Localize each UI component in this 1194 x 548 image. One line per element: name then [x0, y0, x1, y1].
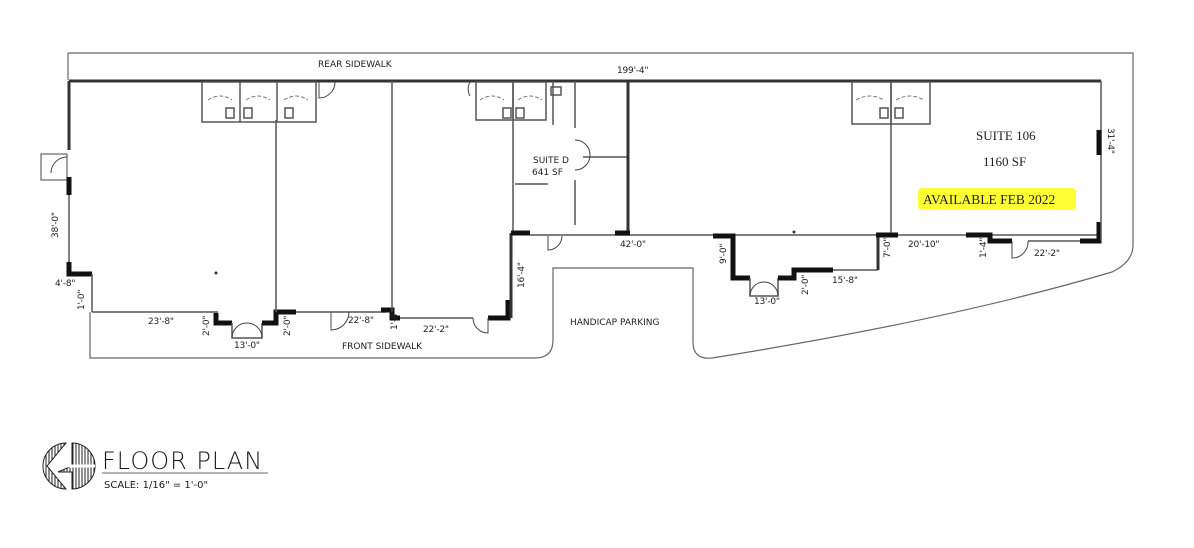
dim-bay5-entry: 13'-0": [754, 297, 780, 307]
drawing-title: FLOOR PLAN: [102, 447, 263, 475]
dim-bay1-entry: 13'-0": [234, 341, 260, 351]
restrooms-bay1: [201, 81, 317, 123]
availability-badge: AVAILABLE FEB 2022: [923, 192, 1055, 207]
floor-markers: [214, 230, 796, 275]
dim-bay3-front: 22'-8": [348, 316, 374, 326]
suite-d-name: SUITE D: [533, 156, 569, 166]
dim-bay5-jog: 9'-0": [719, 244, 729, 264]
front-sidewalk-label: FRONT SIDEWALK: [342, 342, 423, 352]
rear-sidewalk-label: REAR SIDEWALK: [318, 60, 393, 70]
availability-highlight: [918, 188, 1076, 210]
handicap-parking-label: HANDICAP PARKING: [570, 318, 660, 328]
dim-bay5-pier: 2'-0": [801, 275, 811, 295]
dim-bay1-pier: 2'-0": [202, 316, 212, 336]
dim-bay3-pier: 1'-4": [390, 310, 400, 330]
dim-bay6-jog: 7'-0": [883, 238, 893, 258]
dim-bay1-front: 23'-8": [148, 317, 174, 327]
dim-bay4-front: 22'-2": [423, 325, 449, 335]
restrooms-bay5: [851, 81, 931, 125]
drawing-scale: SCALE: 1/16" = 1'-0": [104, 480, 208, 491]
dim-suite106-front: 22'-2": [1034, 249, 1060, 259]
dim-left-jog-h: 1'-0": [77, 290, 87, 310]
dim-bay6-front: 20'-10": [908, 240, 939, 250]
dimension-labels: 199'-4" 38'-0" 4'-8" 1'-0" 23'-8" 2'-0" …: [51, 66, 1115, 351]
suite-106-info[interactable]: SUITE 106 1160 SF AVAILABLE FEB 2022: [918, 128, 1076, 210]
dim-bay4-jog: 16'-4": [517, 262, 527, 288]
title-block: FLOOR PLAN SCALE: 1/16" = 1'-0": [42, 442, 268, 491]
restrooms-bay3: [475, 81, 562, 121]
dim-left-jog-w: 4'-8": [55, 279, 75, 289]
dim-bay2-pier: 2'-0": [283, 316, 293, 336]
north-arrow-icon: [42, 442, 96, 490]
suite-106-name: SUITE 106: [976, 128, 1036, 143]
site-outline: [40, 52, 1134, 359]
dim-bay5-front: 15'-8": [832, 276, 858, 286]
dim-overall-length: 199'-4": [617, 66, 648, 76]
suite-d-area: 641 SF: [532, 168, 563, 178]
dim-right-depth: 31'-4": [1105, 128, 1115, 154]
building-walls: [66, 79, 1102, 339]
dim-mid-back: 42'-0": [620, 240, 646, 250]
dim-left-depth: 38'-0": [51, 212, 61, 238]
suite-106-area: 1160 SF: [983, 154, 1026, 169]
dim-bay6-pier: 1'-4": [979, 238, 989, 258]
